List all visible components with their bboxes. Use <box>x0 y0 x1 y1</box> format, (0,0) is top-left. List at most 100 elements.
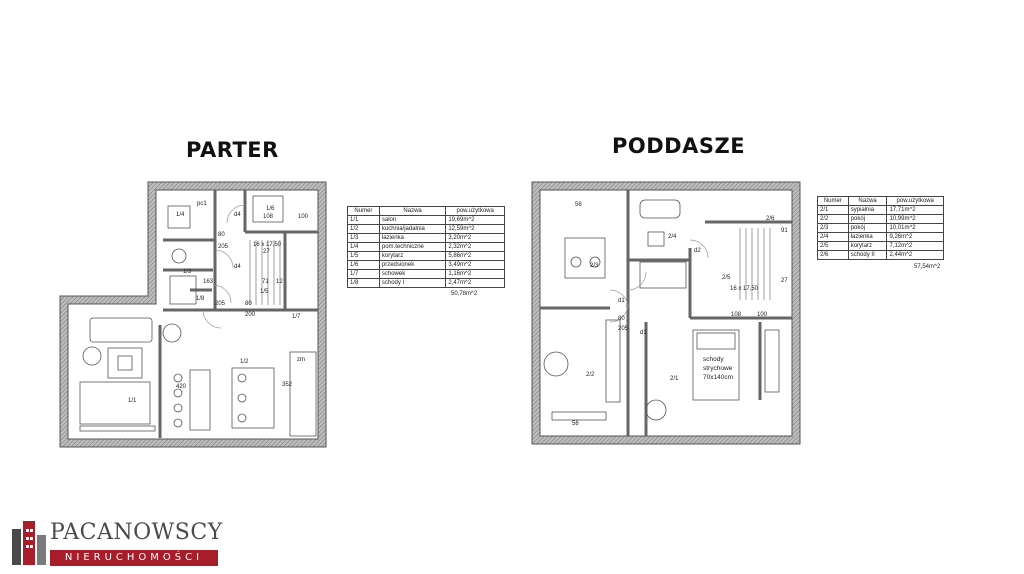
poddasze-plan: 2/1 2/2 2/3 2/4 2/5 2/6 schody strychowe… <box>531 181 801 445</box>
parter-room-label: 1/2 <box>240 359 249 365</box>
poddasze-inner-walls <box>540 190 792 436</box>
room-area: 1,16m^2 <box>445 269 505 279</box>
room-number: 2/2 <box>817 214 849 224</box>
parter-inner-walls <box>158 190 318 438</box>
poddasze-room-label: 2/4 <box>668 234 677 240</box>
parter-plan-label: pc1 <box>197 201 207 207</box>
parter-room-label: 1/4 <box>176 212 185 218</box>
parter-room-label: 1/3 <box>183 269 192 275</box>
parter-plan-label: d4 <box>234 264 241 270</box>
poddasze-plan-label: 56 <box>572 421 579 427</box>
poddasze-plan-label: 108 <box>731 312 742 318</box>
room-name: pokój <box>847 214 888 224</box>
room-area: 9,26m^2 <box>886 232 944 242</box>
parter-room-label: 1/6 <box>266 206 275 212</box>
poddasze-plan-label: 16 x 17,50 <box>730 286 759 292</box>
parter-total-area: 50,78m^2 <box>451 291 478 297</box>
parter-room-label: 1/1 <box>128 398 137 404</box>
room-name: pokój <box>847 223 888 233</box>
room-number: 1/1 <box>347 215 380 225</box>
room-number: 2/6 <box>817 250 849 260</box>
poddasze-room-label: 2/3 <box>590 263 599 269</box>
parter-plan-label: 100 <box>298 214 309 220</box>
room-name: pom.techniczne <box>378 242 447 252</box>
room-area: 10,99m^2 <box>886 214 944 224</box>
room-number: 2/1 <box>817 205 849 215</box>
parter-room-label: 1/7 <box>292 314 301 320</box>
poddasze-plan-label: d1 <box>640 330 647 336</box>
poddasze-plan-label: 27 <box>781 278 788 284</box>
parter-plan-label: d4 <box>234 212 241 218</box>
poddasze-room-label: 2/2 <box>586 372 595 378</box>
room-number: 1/5 <box>347 251 380 261</box>
poddasze-plan-label: strychowe <box>703 365 733 372</box>
room-name: kuchnia/jadalnia <box>378 224 447 234</box>
room-area: 2,47m^2 <box>445 278 505 288</box>
parter-furniture <box>79 195 317 437</box>
table-header-row: Numer Nazwa pow.użytkowa <box>347 206 505 216</box>
brand-name: PACANOWSCY <box>50 520 223 545</box>
parter-plan-label: 80 <box>245 301 252 307</box>
parter-plan-label: 163 <box>203 279 214 285</box>
poddasze-stairs <box>739 228 771 300</box>
parter-plan-label: 108 <box>263 214 274 220</box>
room-area: 12,59m^2 <box>445 224 505 234</box>
room-number: 1/2 <box>347 224 380 234</box>
parter-plan-label: 352 <box>282 382 293 388</box>
poddasze-plan-label: schody <box>703 356 724 363</box>
parter-plan-label: 200 <box>245 312 256 318</box>
poddasze-room-label: 2/1 <box>670 376 679 382</box>
poddasze-plan-label: d2 <box>694 248 701 254</box>
brand-logo-icon <box>12 521 46 565</box>
column-header: Nazwa <box>847 196 888 206</box>
parter-plan-label: 420 <box>176 384 187 390</box>
room-area: 5,86m^2 <box>445 251 505 261</box>
column-header: Numer <box>817 196 849 206</box>
room-area: 3,20m^2 <box>445 233 505 243</box>
parter-outer-wall <box>59 181 327 448</box>
room-area: 17,71m^2 <box>886 205 944 215</box>
parter-room-label: 1/8 <box>196 296 205 302</box>
poddasze-plan-label: 205 <box>618 326 629 332</box>
room-number: 2/4 <box>817 232 849 242</box>
room-name: łazienka <box>847 232 888 242</box>
room-area: 10,01m^2 <box>886 223 944 233</box>
parter-plan-label: 16 x 17,50 <box>253 242 282 248</box>
brand-subtitle: NIERUCHOMOŚCI <box>50 550 218 566</box>
room-number: 1/3 <box>347 233 380 243</box>
parter-plan: 1/1 1/2 1/3 1/4 1/5 1/6 1/7 1/8 pc1 d4 d… <box>59 181 327 448</box>
room-name: salon <box>378 215 447 225</box>
poddasze-plan-label: 80 <box>618 316 625 322</box>
column-header: pow.użytkowa <box>886 196 944 206</box>
poddasze-room-label: 2/6 <box>766 216 775 222</box>
room-name: korytarz <box>378 251 447 261</box>
room-area: 2,44m^2 <box>886 250 944 260</box>
parter-plan-label: 27 <box>263 249 270 255</box>
poddasze-plan-label: 91 <box>781 228 788 234</box>
room-name: schody I <box>378 278 447 288</box>
room-number: 2/3 <box>817 223 849 233</box>
poddasze-total-area: 57,54m^2 <box>914 264 941 270</box>
poddasze-furniture <box>543 199 780 421</box>
table-header-row: Numer Nazwa pow.użytkowa <box>817 196 944 206</box>
room-number: 1/7 <box>347 269 380 279</box>
parter-plan-label: 71 <box>262 279 269 285</box>
room-name: schody II <box>847 250 888 260</box>
poddasze-plan-label: 70x140cm <box>703 374 733 381</box>
parter-title: PARTER <box>186 138 279 162</box>
room-area: 19,69m^2 <box>445 215 505 225</box>
parter-plan-label: 12 <box>276 279 283 285</box>
